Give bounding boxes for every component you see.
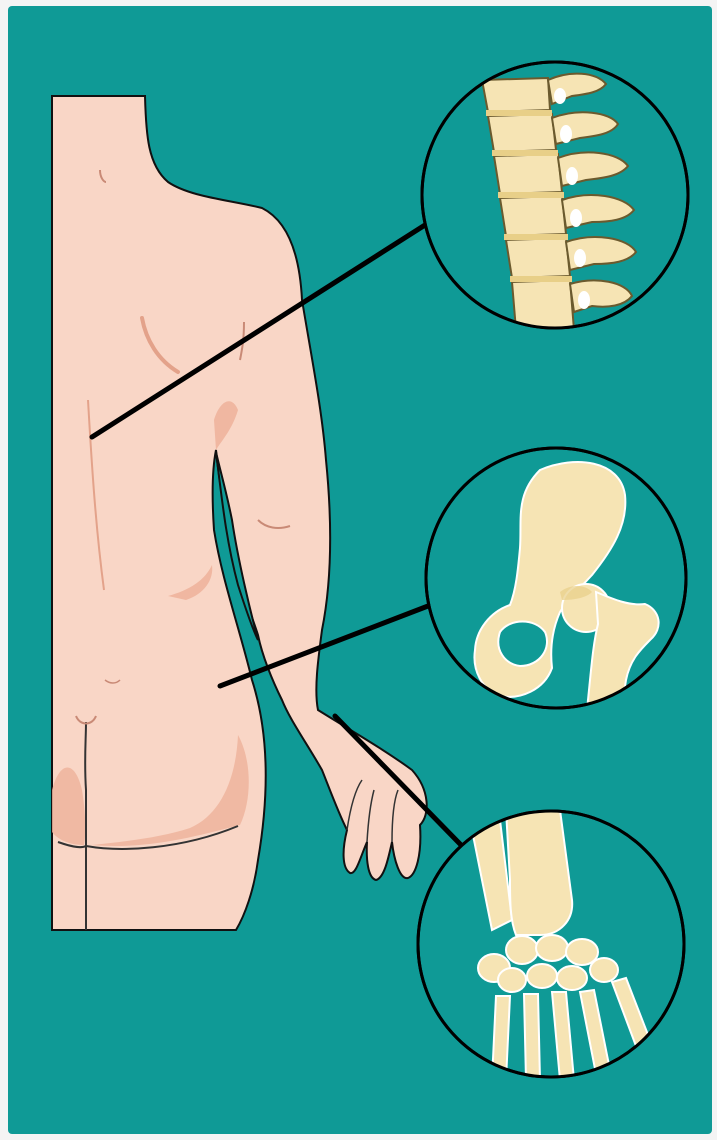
intergluteal-cleft	[85, 722, 86, 930]
hip-joint-callout	[426, 448, 686, 720]
lumbar-spine-callout	[422, 62, 688, 330]
wrist-joint-callout	[418, 810, 684, 1080]
back-body-figure	[52, 96, 427, 930]
